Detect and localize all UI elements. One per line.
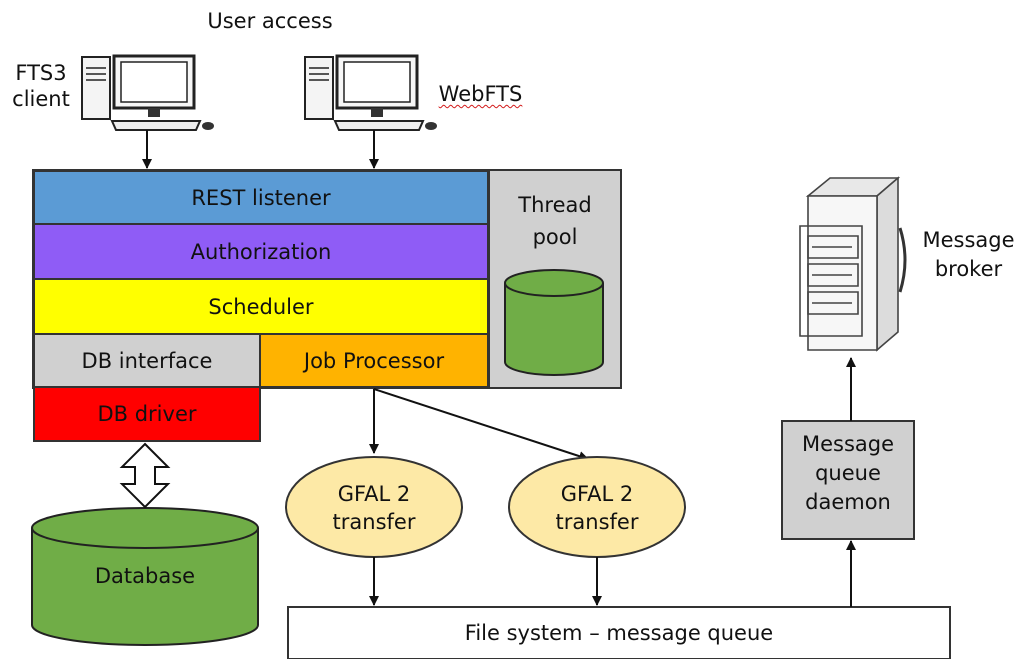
message-broker-label: Message broker <box>922 228 1015 282</box>
webfts-label: WebFTS <box>438 82 523 106</box>
scheduler-layer: Scheduler <box>33 280 489 335</box>
webfts-computer-icon <box>304 54 437 131</box>
gfal-transfer-1-label: GFAL 2 transfer <box>332 482 416 535</box>
mq-daemon-box <box>781 420 915 540</box>
job-processor-label: Job Processor <box>303 348 445 373</box>
thread-pool-cylinder <box>504 269 604 376</box>
rest-listener-layer: REST listener <box>33 170 489 225</box>
job-arrow-2 <box>373 388 589 461</box>
mq-daemon-label: Message queue daemon <box>801 432 895 514</box>
thread-pool-label: Thread pool <box>518 193 592 249</box>
db-driver-label: DB driver <box>97 402 197 426</box>
scheduler-label: Scheduler <box>208 294 314 319</box>
job-processor-layer: Job Processor <box>261 335 489 388</box>
fts3-client-computer-icon <box>81 54 214 131</box>
db-driver-layer: DB driver <box>33 388 261 442</box>
rest-listener-label: REST listener <box>191 185 331 210</box>
db-double-arrow <box>119 442 171 509</box>
gfal-transfer-2-label: GFAL 2 transfer <box>555 482 639 535</box>
server-rack-icon <box>799 176 907 352</box>
authorization-layer: Authorization <box>33 225 489 280</box>
database-label: Database <box>94 564 196 588</box>
database-cylinder <box>31 507 259 646</box>
db-interface-layer: DB interface <box>33 335 261 388</box>
db-interface-label: DB interface <box>81 348 213 373</box>
user-access-label: User access <box>207 9 333 33</box>
fts3-client-label: FTS3 client <box>12 61 70 112</box>
file-system-box <box>287 606 951 659</box>
authorization-label: Authorization <box>190 239 332 264</box>
file-system-mq-label: File system – message queue <box>464 621 774 645</box>
